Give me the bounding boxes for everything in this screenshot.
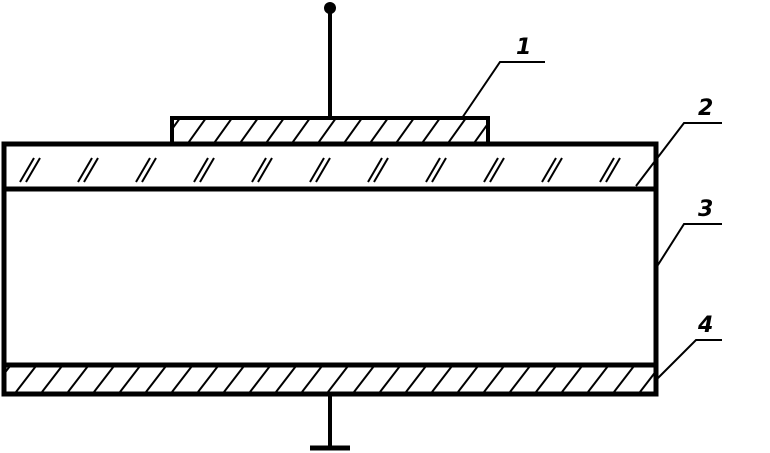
hatch-line	[67, 366, 89, 392]
hatch-line	[172, 118, 181, 131]
hatch-line	[666, 366, 686, 392]
hatch-line	[431, 366, 453, 392]
hatch-line	[509, 366, 531, 392]
callout-leaders	[461, 61, 722, 381]
hatch-line	[309, 157, 325, 183]
hatch-line	[489, 157, 505, 183]
hatch-line	[15, 366, 37, 392]
hatch-line	[301, 366, 323, 392]
hatch-line	[379, 366, 401, 392]
hatch-line	[561, 366, 583, 392]
hatch-line	[83, 157, 99, 183]
hatch-line	[145, 366, 167, 392]
hatch-line	[420, 118, 441, 144]
hatch-line	[613, 366, 635, 392]
hatch-line	[186, 118, 207, 144]
hatch-line	[373, 157, 389, 183]
hatch-line	[541, 157, 557, 183]
hatch-line	[275, 366, 297, 392]
hatch-line	[394, 118, 415, 144]
callout-leader-4	[655, 339, 722, 381]
bottom-hatched-layer	[4, 366, 686, 392]
hatch-line	[639, 369, 656, 392]
hatch-line	[25, 157, 41, 183]
hatch-line	[664, 158, 678, 182]
hatch-line	[425, 157, 441, 183]
hatch-line	[238, 118, 259, 144]
hatch-line	[316, 118, 337, 144]
hatch-line	[193, 157, 209, 183]
hatch-line	[290, 118, 311, 144]
callout-leader-3	[655, 223, 722, 269]
hatch-line	[483, 366, 505, 392]
bottom-terminal	[310, 394, 350, 451]
hatch-line	[535, 366, 557, 392]
hatch-line	[223, 366, 245, 392]
central-layer	[7, 192, 653, 363]
hatch-line	[171, 366, 193, 392]
hatch-line	[446, 118, 467, 144]
hatch-line	[251, 157, 267, 183]
hatch-line	[212, 118, 233, 144]
hatch-line	[19, 157, 35, 183]
callout-leader-2	[635, 122, 722, 187]
callout-label-3: 3	[698, 197, 713, 222]
hatch-line	[457, 366, 479, 392]
hatch-line	[135, 157, 151, 183]
hatch-line	[41, 366, 63, 392]
hatch-line	[405, 366, 427, 392]
callout-label-4: 4	[697, 313, 713, 338]
hatch-line	[483, 157, 499, 183]
top-terminal	[324, 2, 336, 118]
hatch-line	[367, 157, 383, 183]
hatch-line	[197, 366, 219, 392]
hatch-line	[199, 157, 215, 183]
hatch-line	[605, 157, 621, 183]
hatch-line	[264, 118, 285, 144]
hatch-line	[472, 121, 488, 144]
hatch-line	[587, 366, 609, 392]
hatch-line	[141, 157, 157, 183]
callout-label-1: 1	[516, 35, 531, 60]
hatch-line	[342, 118, 363, 144]
hatch-line	[249, 366, 271, 392]
callout-leader-1	[461, 61, 545, 119]
upper-hatched-layer	[19, 157, 678, 183]
hatch-line	[327, 366, 349, 392]
hatch-line	[4, 366, 11, 376]
hatch-line	[599, 157, 615, 183]
hatch-line	[315, 157, 331, 183]
hatch-line	[93, 366, 115, 392]
hatch-line	[353, 366, 375, 392]
hatch-line	[77, 157, 93, 183]
hatch-line	[431, 157, 447, 183]
hatch-line	[257, 157, 273, 183]
hatch-line	[658, 158, 672, 182]
hatch-line	[119, 366, 141, 392]
hatch-line	[368, 118, 389, 144]
layered-body	[1, 141, 659, 397]
callout-label-2: 2	[698, 96, 713, 121]
hatch-line	[547, 157, 563, 183]
